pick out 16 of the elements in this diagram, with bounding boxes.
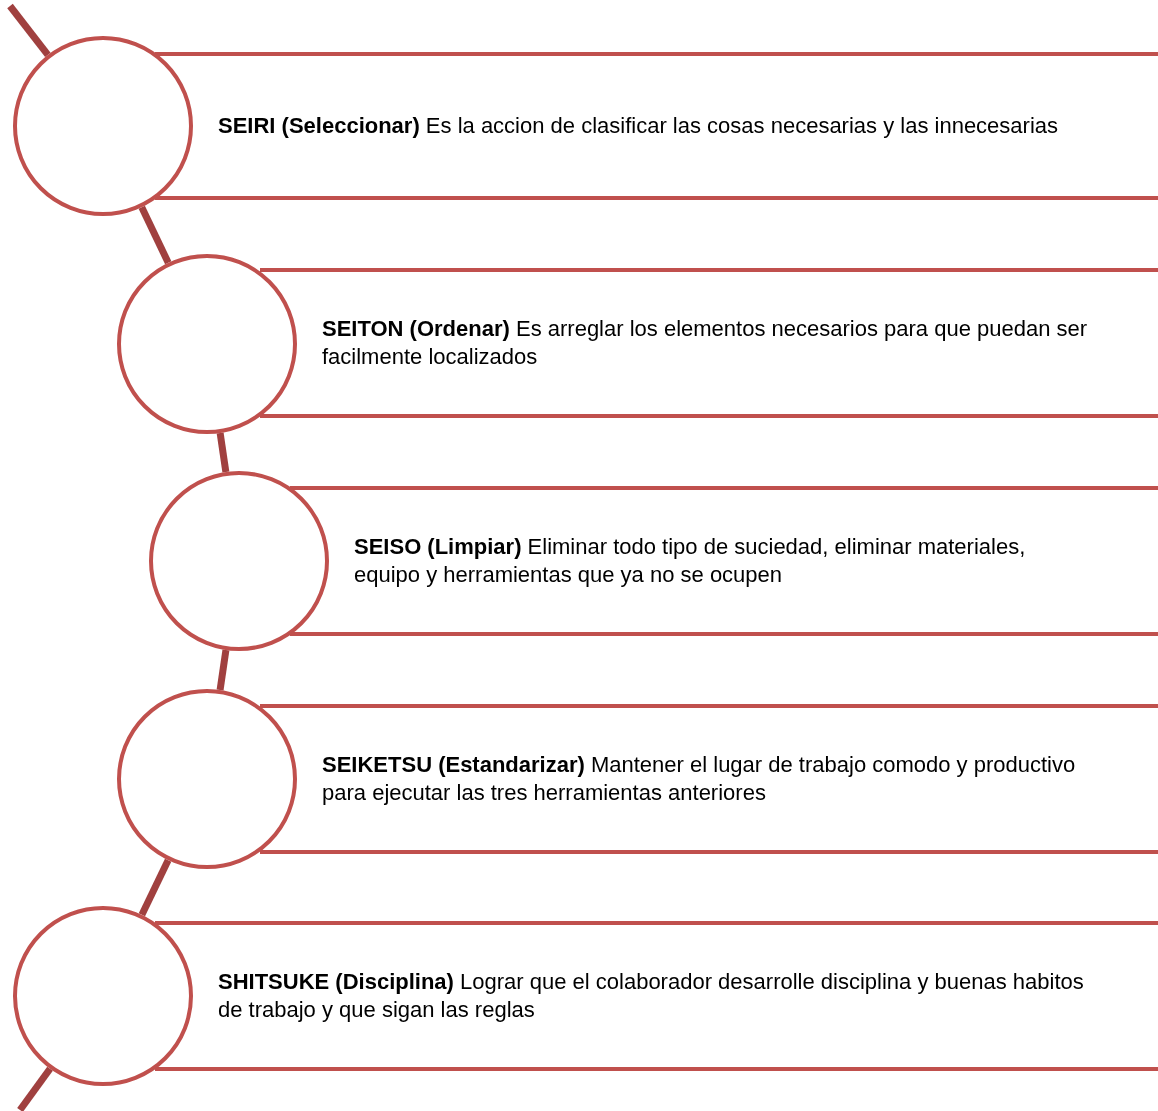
step-description: SEIRI (Seleccionar) Es la accion de clasificar las cosas necesarias y las innecesarias [218,112,1060,140]
connector-line [17,1066,53,1111]
step-description: SEISO (Limpiar) Eliminar todo tipo de suciedad, eliminar materiales, equipo y herramientas que ya no se ocupen [354,533,1027,589]
band [195,52,1158,200]
connector-line [216,649,230,691]
band [299,268,1158,418]
band [331,486,1158,636]
band [195,921,1158,1071]
connector-line [138,858,172,917]
step-description: SHITSUKE (Disciplina) Lograr que el colaborador desarrolle disciplina y buenas habitos de trabajo y que sigan las reglas [218,968,1085,1024]
connector-line [216,432,230,473]
step-description: SEIKETSU (Estandarizar) Mantener el lugar de trabajo comodo y productivo para ejecutar las tres herramientas anteriores [322,751,1077,807]
connector-line [7,3,51,57]
band [299,704,1158,854]
connector-line [138,205,172,265]
step-description: SEITON (Ordenar) Es arreglar los elementos necesarios para que puedan ser facilmente localizados [322,315,1088,371]
